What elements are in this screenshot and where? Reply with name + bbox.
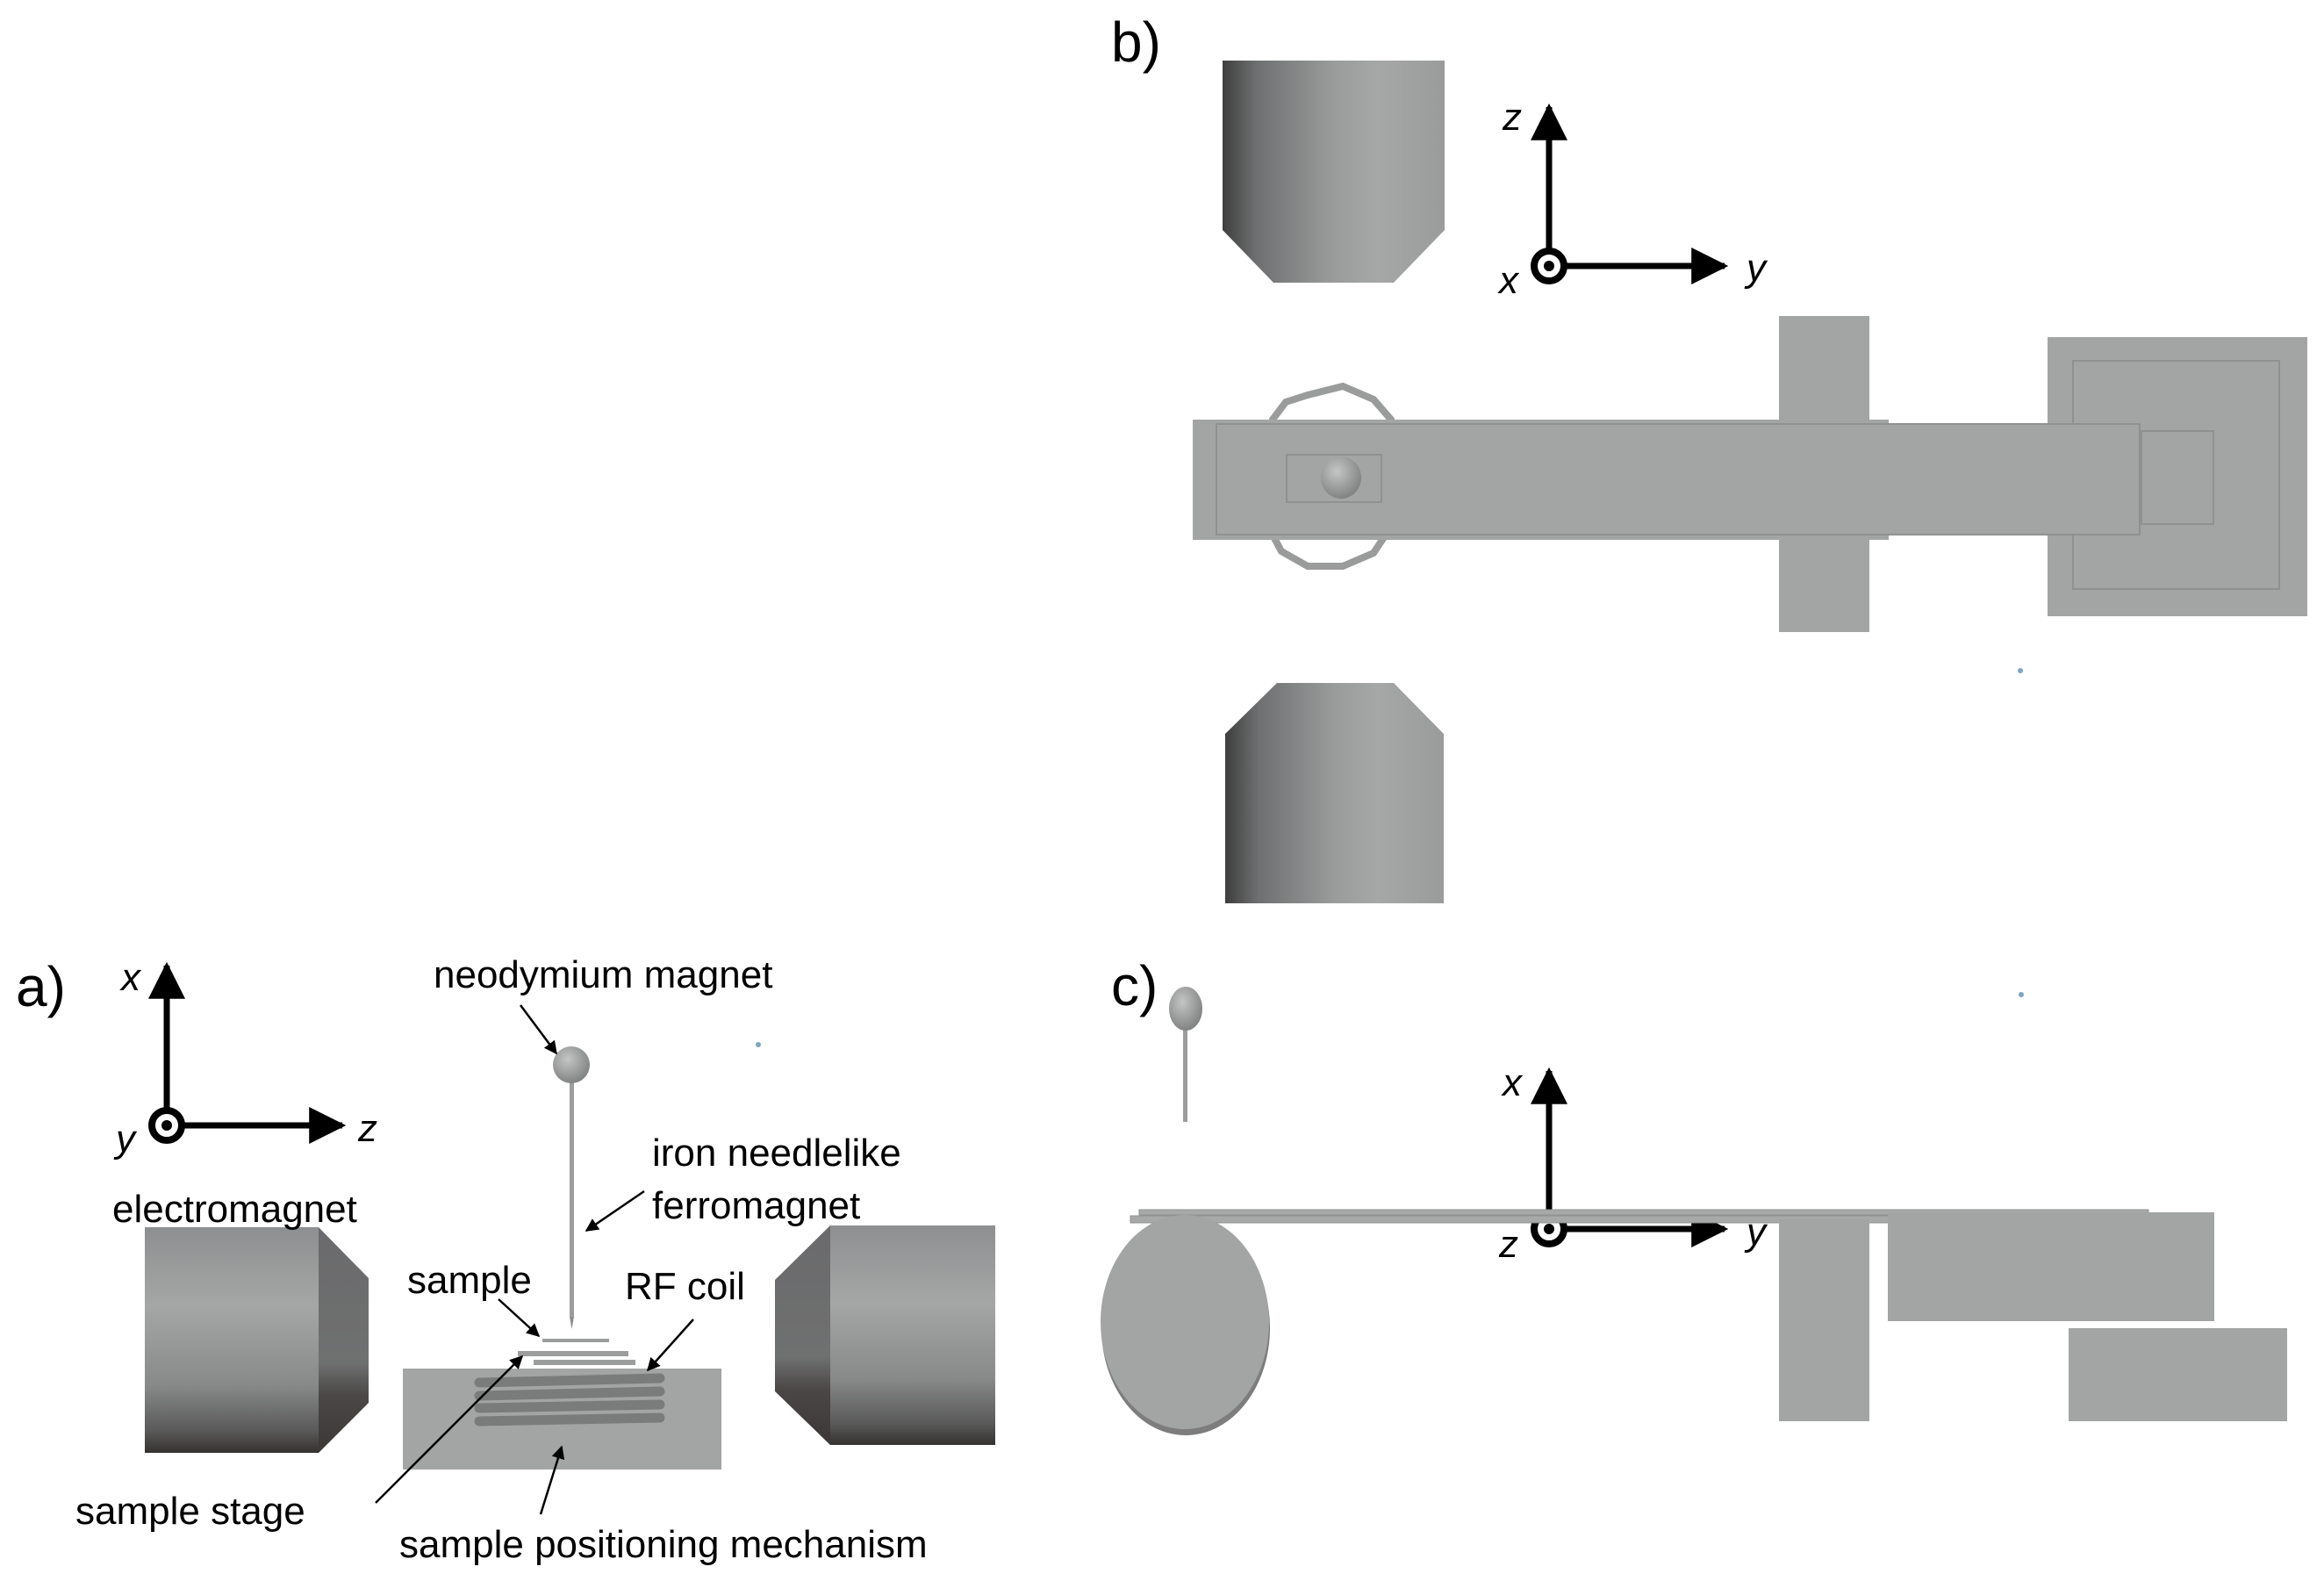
sample-stage	[518, 1351, 628, 1356]
panel-a: a) x z y	[16, 953, 995, 1566]
neodymium-magnet	[553, 1046, 590, 1083]
leader-sample-stage	[375, 1355, 524, 1504]
sample	[542, 1339, 609, 1342]
leader-rf-coil	[646, 1319, 694, 1372]
axis-label-z: z	[357, 1107, 377, 1150]
panel-c-label: c)	[1111, 954, 1158, 1017]
iron-needle-ferromagnet	[570, 1053, 574, 1317]
axes-triad-c: x y z	[1498, 1061, 1768, 1266]
panel-c: c) x y z	[1101, 954, 2287, 1435]
sample-magnet-top-view	[1321, 456, 1361, 499]
out-of-page-dot	[161, 1120, 172, 1131]
neodymium-magnet	[1169, 987, 1202, 1031]
artifact-dot	[756, 1042, 761, 1047]
electromagnet-bottom	[1225, 683, 1444, 903]
axis-label-x: x	[1501, 1061, 1524, 1104]
axis-label-y: y	[113, 1117, 138, 1161]
axes-triad-b: z y x	[1497, 96, 1768, 302]
label-ferromagnet-line2: ferromagnet	[652, 1184, 860, 1227]
mount-block-lower	[2069, 1328, 2287, 1421]
panel-a-label: a)	[16, 955, 66, 1018]
leader-sample	[498, 1298, 541, 1338]
leader-positioning	[539, 1445, 565, 1515]
axis-label-z: z	[1498, 1223, 1518, 1266]
axis-label-z: z	[1502, 96, 1522, 139]
label-rf-coil: RF coil	[625, 1265, 745, 1308]
leader-neodymium	[519, 1004, 558, 1055]
axis-label-y: y	[1744, 247, 1768, 290]
electromagnet-end-view	[1101, 1215, 1269, 1429]
axis-label-x: x	[119, 956, 142, 999]
label-ferromagnet-line1: iron needlelike	[652, 1132, 901, 1175]
panel-b: b) z y x	[1111, 11, 2307, 903]
electromagnet-top	[1223, 61, 1445, 283]
axis-label-x: x	[1497, 259, 1520, 302]
needle-tip	[570, 1317, 574, 1329]
sample-holder	[1286, 454, 1382, 503]
label-sample-stage: sample stage	[75, 1490, 305, 1533]
stage-plate	[534, 1360, 635, 1365]
out-of-page-dot	[1544, 261, 1554, 271]
label-sample: sample	[407, 1259, 532, 1302]
mount-slot	[2141, 430, 2214, 525]
ferromagnet-needle	[1183, 1018, 1187, 1122]
panel-b-label: b)	[1111, 11, 1161, 74]
out-of-page-dot	[1544, 1224, 1554, 1234]
electromagnet-right	[775, 1225, 995, 1445]
leader-ferromagnet	[585, 1189, 645, 1232]
crossbar-end	[1779, 1219, 1869, 1421]
artifact-dot	[2019, 992, 2024, 997]
artifact-dot	[2018, 668, 2023, 673]
mount-block-upper	[1888, 1212, 2214, 1321]
label-neodymium-magnet: neodymium magnet	[434, 953, 772, 996]
sample-arm-inner	[1216, 423, 2141, 535]
label-electromagnet: electromagnet	[112, 1188, 357, 1231]
rf-coil	[474, 1373, 665, 1426]
electromagnet-left	[145, 1227, 369, 1453]
axes-triad-a: x z y	[113, 956, 377, 1161]
label-positioning-mechanism: sample positioning mechanism	[399, 1523, 928, 1566]
